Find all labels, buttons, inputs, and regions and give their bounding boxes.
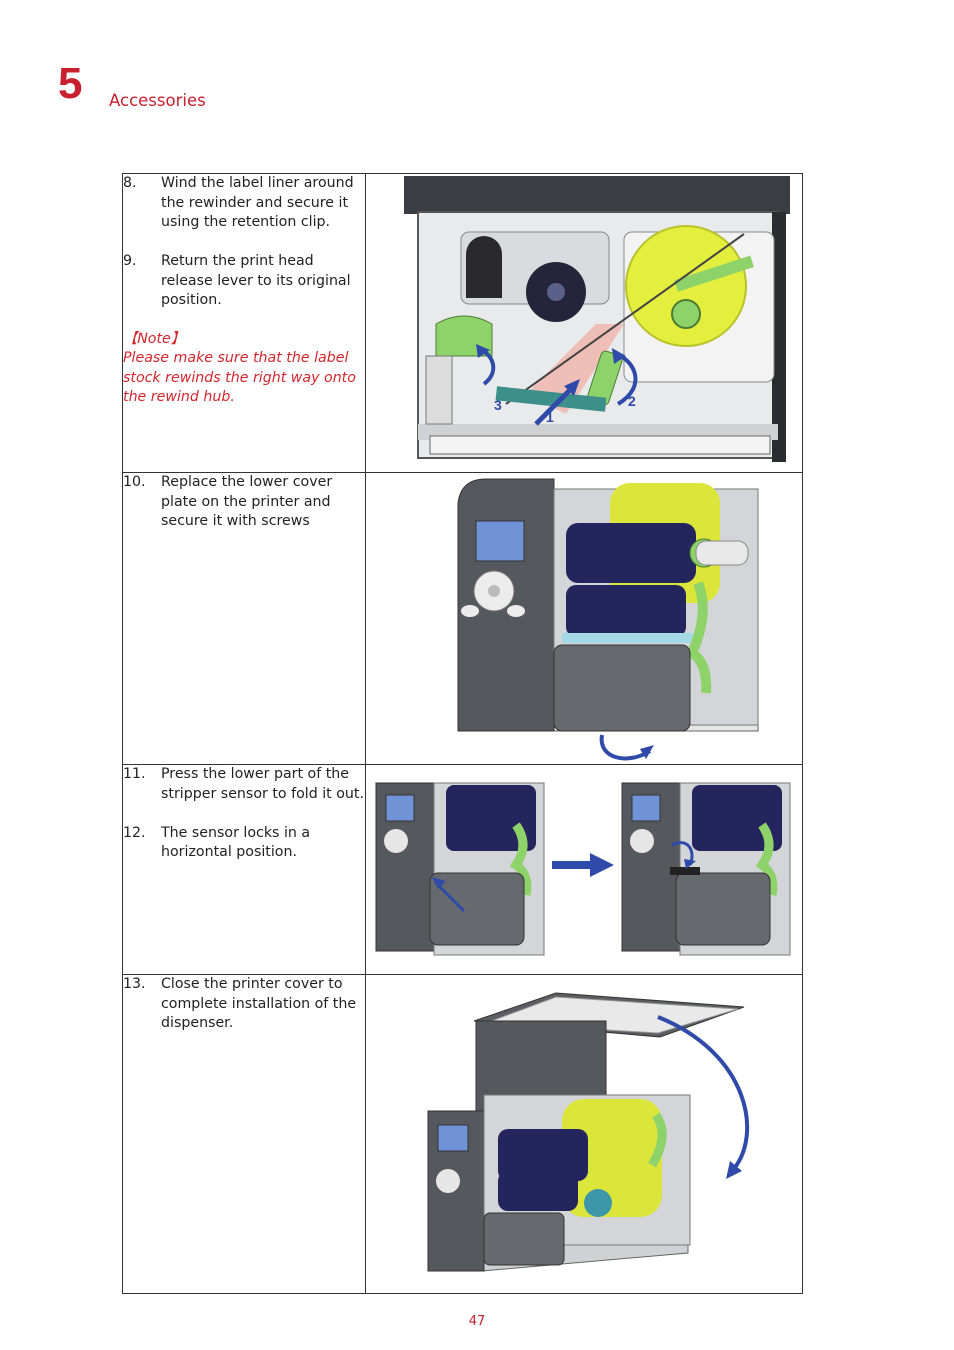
- step-item: 8. Wind the label liner around the rewin…: [123, 174, 365, 233]
- table-row: 10. Replace the lower cover plate on the…: [122, 472, 803, 765]
- step-number: 10.: [123, 474, 146, 490]
- printer-after: [621, 782, 791, 956]
- lower-cover-illustration: [457, 478, 759, 761]
- page-number: 47: [468, 1314, 486, 1329]
- step-text: Close the printer cover to complete inst…: [161, 976, 357, 1031]
- step-number: 13.: [123, 976, 146, 992]
- step-text-cell: 11. Press the lower part of the stripper…: [122, 764, 366, 975]
- step-number: 8.: [123, 175, 137, 191]
- step-number: 12.: [123, 824, 146, 841]
- step-text: The sensor locks in a horizontal positio…: [161, 824, 311, 861]
- step-item: 12. The sensor locks in a horizontal pos…: [123, 824, 365, 863]
- chapter-number: 5: [58, 59, 83, 108]
- step-text: Replace the lower cover plate on the pri…: [161, 474, 333, 529]
- table-row: 8. Wind the label liner around the rewin…: [122, 173, 803, 473]
- step-image-cell: [365, 472, 803, 765]
- stripper-sensor-illustration: [375, 782, 791, 956]
- step-image-cell: [365, 764, 803, 975]
- step-image-cell: [365, 974, 803, 1294]
- step-text: Wind the label liner around the rewinder…: [161, 175, 354, 230]
- arrow-label: 2: [628, 393, 636, 409]
- step-number: 11.: [123, 766, 146, 782]
- rewinder-illustration: 1 2 3: [404, 176, 790, 462]
- note-heading: 【Note】: [123, 330, 185, 347]
- instruction-table: 8. Wind the label liner around the rewin…: [122, 173, 803, 1294]
- printer-before: [375, 782, 545, 956]
- step-image-cell: 1 2 3: [365, 173, 803, 473]
- arrow-label: 1: [546, 409, 554, 425]
- step-item: 9. Return the print head release lever t…: [123, 252, 365, 311]
- step-item: 11. Press the lower part of the stripper…: [123, 765, 365, 804]
- table-row: 13. Close the printer cover to complete …: [122, 974, 803, 1294]
- step-item: 13. Close the printer cover to complete …: [123, 975, 365, 1034]
- step-text: Press the lower part of the stripper sen…: [161, 766, 364, 802]
- chapter-title: Accessories: [109, 91, 206, 110]
- table-row: 11. Press the lower part of the stripper…: [122, 764, 803, 975]
- step-text: Return the print head release lever to i…: [161, 253, 351, 308]
- step-text-cell: 10. Replace the lower cover plate on the…: [122, 472, 366, 765]
- step-item: 10. Replace the lower cover plate on the…: [123, 473, 365, 532]
- step-number: 9.: [123, 253, 137, 269]
- step-text-cell: 13. Close the printer cover to complete …: [122, 974, 366, 1294]
- close-cover-illustration: [427, 992, 750, 1272]
- step-text-cell: 8. Wind the label liner around the rewin…: [122, 173, 366, 473]
- arrow-label: 3: [494, 397, 502, 413]
- note-text: Please make sure that the label stock re…: [123, 350, 356, 405]
